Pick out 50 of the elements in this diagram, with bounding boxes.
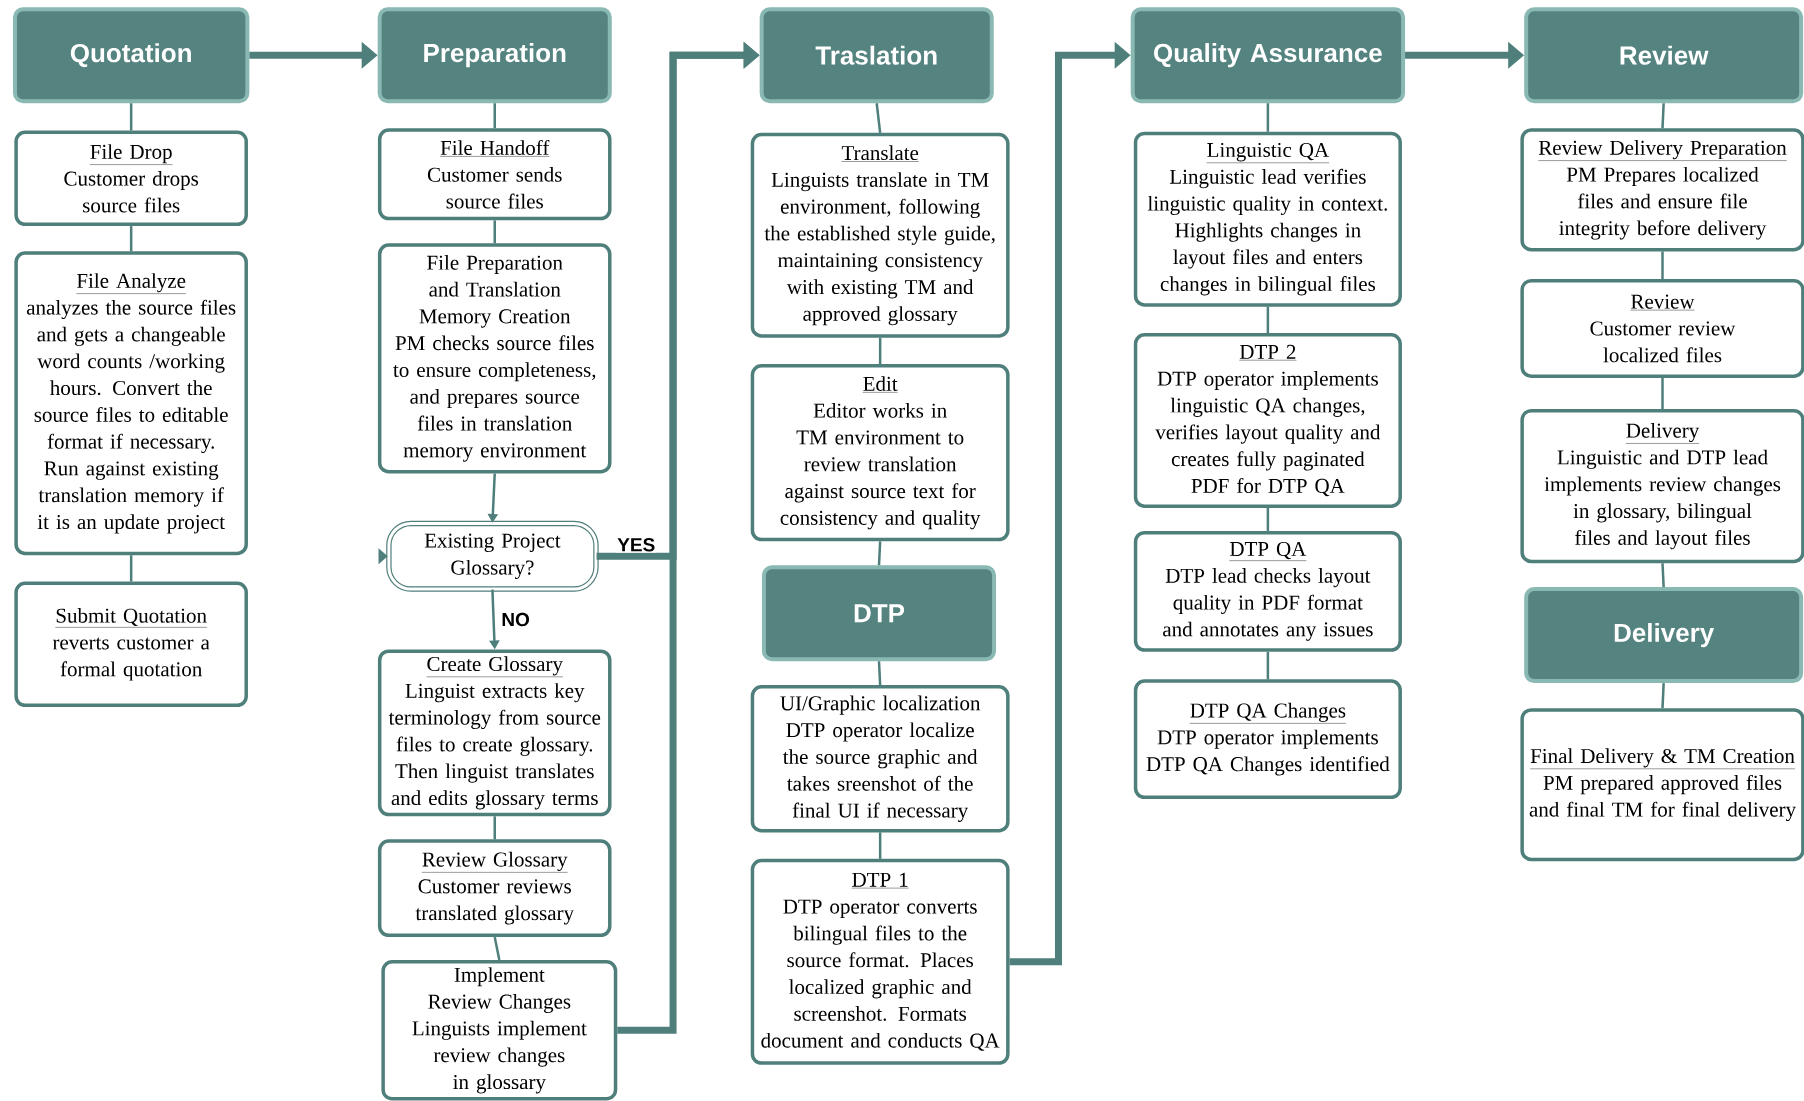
process-box: File Preparation and Translation Memory Creation PM checks source files to ensure completeness, and prepares source files in translation memory environment	[377, 243, 612, 474]
connector-line	[878, 832, 882, 859]
connector-line	[878, 337, 882, 365]
header-box: Delivery	[1524, 587, 1804, 684]
connector-line	[1266, 103, 1270, 132]
connector-line	[1661, 103, 1665, 129]
connector-line	[1661, 563, 1665, 588]
connector-line	[1661, 251, 1664, 279]
process-box: Review Customer review localized files	[1520, 279, 1804, 378]
process-box: File Handoff Customer sends source files	[377, 128, 612, 221]
connector-line	[1266, 508, 1270, 531]
connector-line	[493, 103, 496, 129]
header-box: DTP	[761, 565, 997, 662]
connector-line	[1266, 651, 1270, 680]
connector-line	[1661, 377, 1664, 409]
connector-line	[877, 541, 882, 566]
process-box: Edit Editor works in TM environment to review translation against source text for consistency and quality	[750, 364, 1010, 542]
process-box: File Analyze analyzes the source files and gets a changeable word counts /working hours. Convert the source files to editable format if necessary. Run against existing translation memory if it is an update project	[14, 251, 248, 556]
connector-line	[129, 103, 133, 131]
process-box: Delivery Linguistic and DTP lead implements review changes in glossary, bilingual files and layout files	[1520, 409, 1804, 564]
header-box: Quotation	[12, 7, 250, 104]
connector-line	[493, 220, 496, 244]
connector-line	[493, 816, 496, 840]
connector-line	[129, 226, 133, 252]
process-box: DTP 2 DTP operator implements linguistic QA changes, verifies layout quality and creates fully paginated PDF for DTP QA	[1133, 333, 1402, 508]
process-box: DTP QA Changes DTP operator implements DTP QA Changes identified	[1133, 679, 1402, 800]
process-box: File Drop Customer drops source files	[14, 130, 248, 227]
connector-line	[1661, 683, 1665, 709]
process-box: Submit Quotation reverts customer a formal quotation	[14, 581, 248, 707]
decision-box: Existing Project Glossary?	[378, 520, 599, 592]
connector-line	[877, 661, 882, 686]
connector-line	[1266, 306, 1270, 334]
process-box: Implement Review Changes Linguists implement review changes in glossary	[381, 960, 618, 1101]
header-box: Quality Assurance	[1130, 7, 1406, 104]
process-box: DTP QA DTP lead checks layout quality in PDF format and annotates any issues	[1133, 530, 1402, 652]
process-box: Create Glossary Linguist extracts key terminology from source files to create glossary. Then linguist translates and edits glossary terms	[377, 649, 612, 817]
header-box: Traslation	[759, 7, 994, 104]
process-box: DTP 1 DTP operator converts bilingual files to the source format. Places localized graphic and screenshot. Formats document and conducts QA	[750, 858, 1010, 1065]
process-box: Linguistic QA Linguistic lead verifies linguistic quality in context. Highlights changes in layout files and enters changes in bilingual files	[1133, 131, 1402, 307]
header-box: Preparation	[377, 7, 612, 104]
process-box: UI/Graphic localization DTP operator localize the source graphic and takes sreenshot of the final UI if necessary	[750, 685, 1010, 833]
connector-line	[129, 555, 133, 582]
process-box: Final Delivery & TM Creation PM prepared approved files and final TM for final delivery	[1520, 708, 1804, 862]
connector-line	[875, 103, 882, 133]
process-box: Review Glossary Customer reviews translated glossary	[377, 839, 612, 938]
process-box: Translate Linguists translate in TM environment, following the established style guide, maintaining consistency with existing TM and approved glossary	[750, 132, 1010, 338]
edge-label: YES	[616, 537, 657, 553]
header-box: Review	[1524, 7, 1804, 104]
process-box: Review Delivery Preparation PM Prepares localized files and ensure file integrity before delivery	[1520, 128, 1804, 252]
connector-line	[493, 936, 501, 961]
